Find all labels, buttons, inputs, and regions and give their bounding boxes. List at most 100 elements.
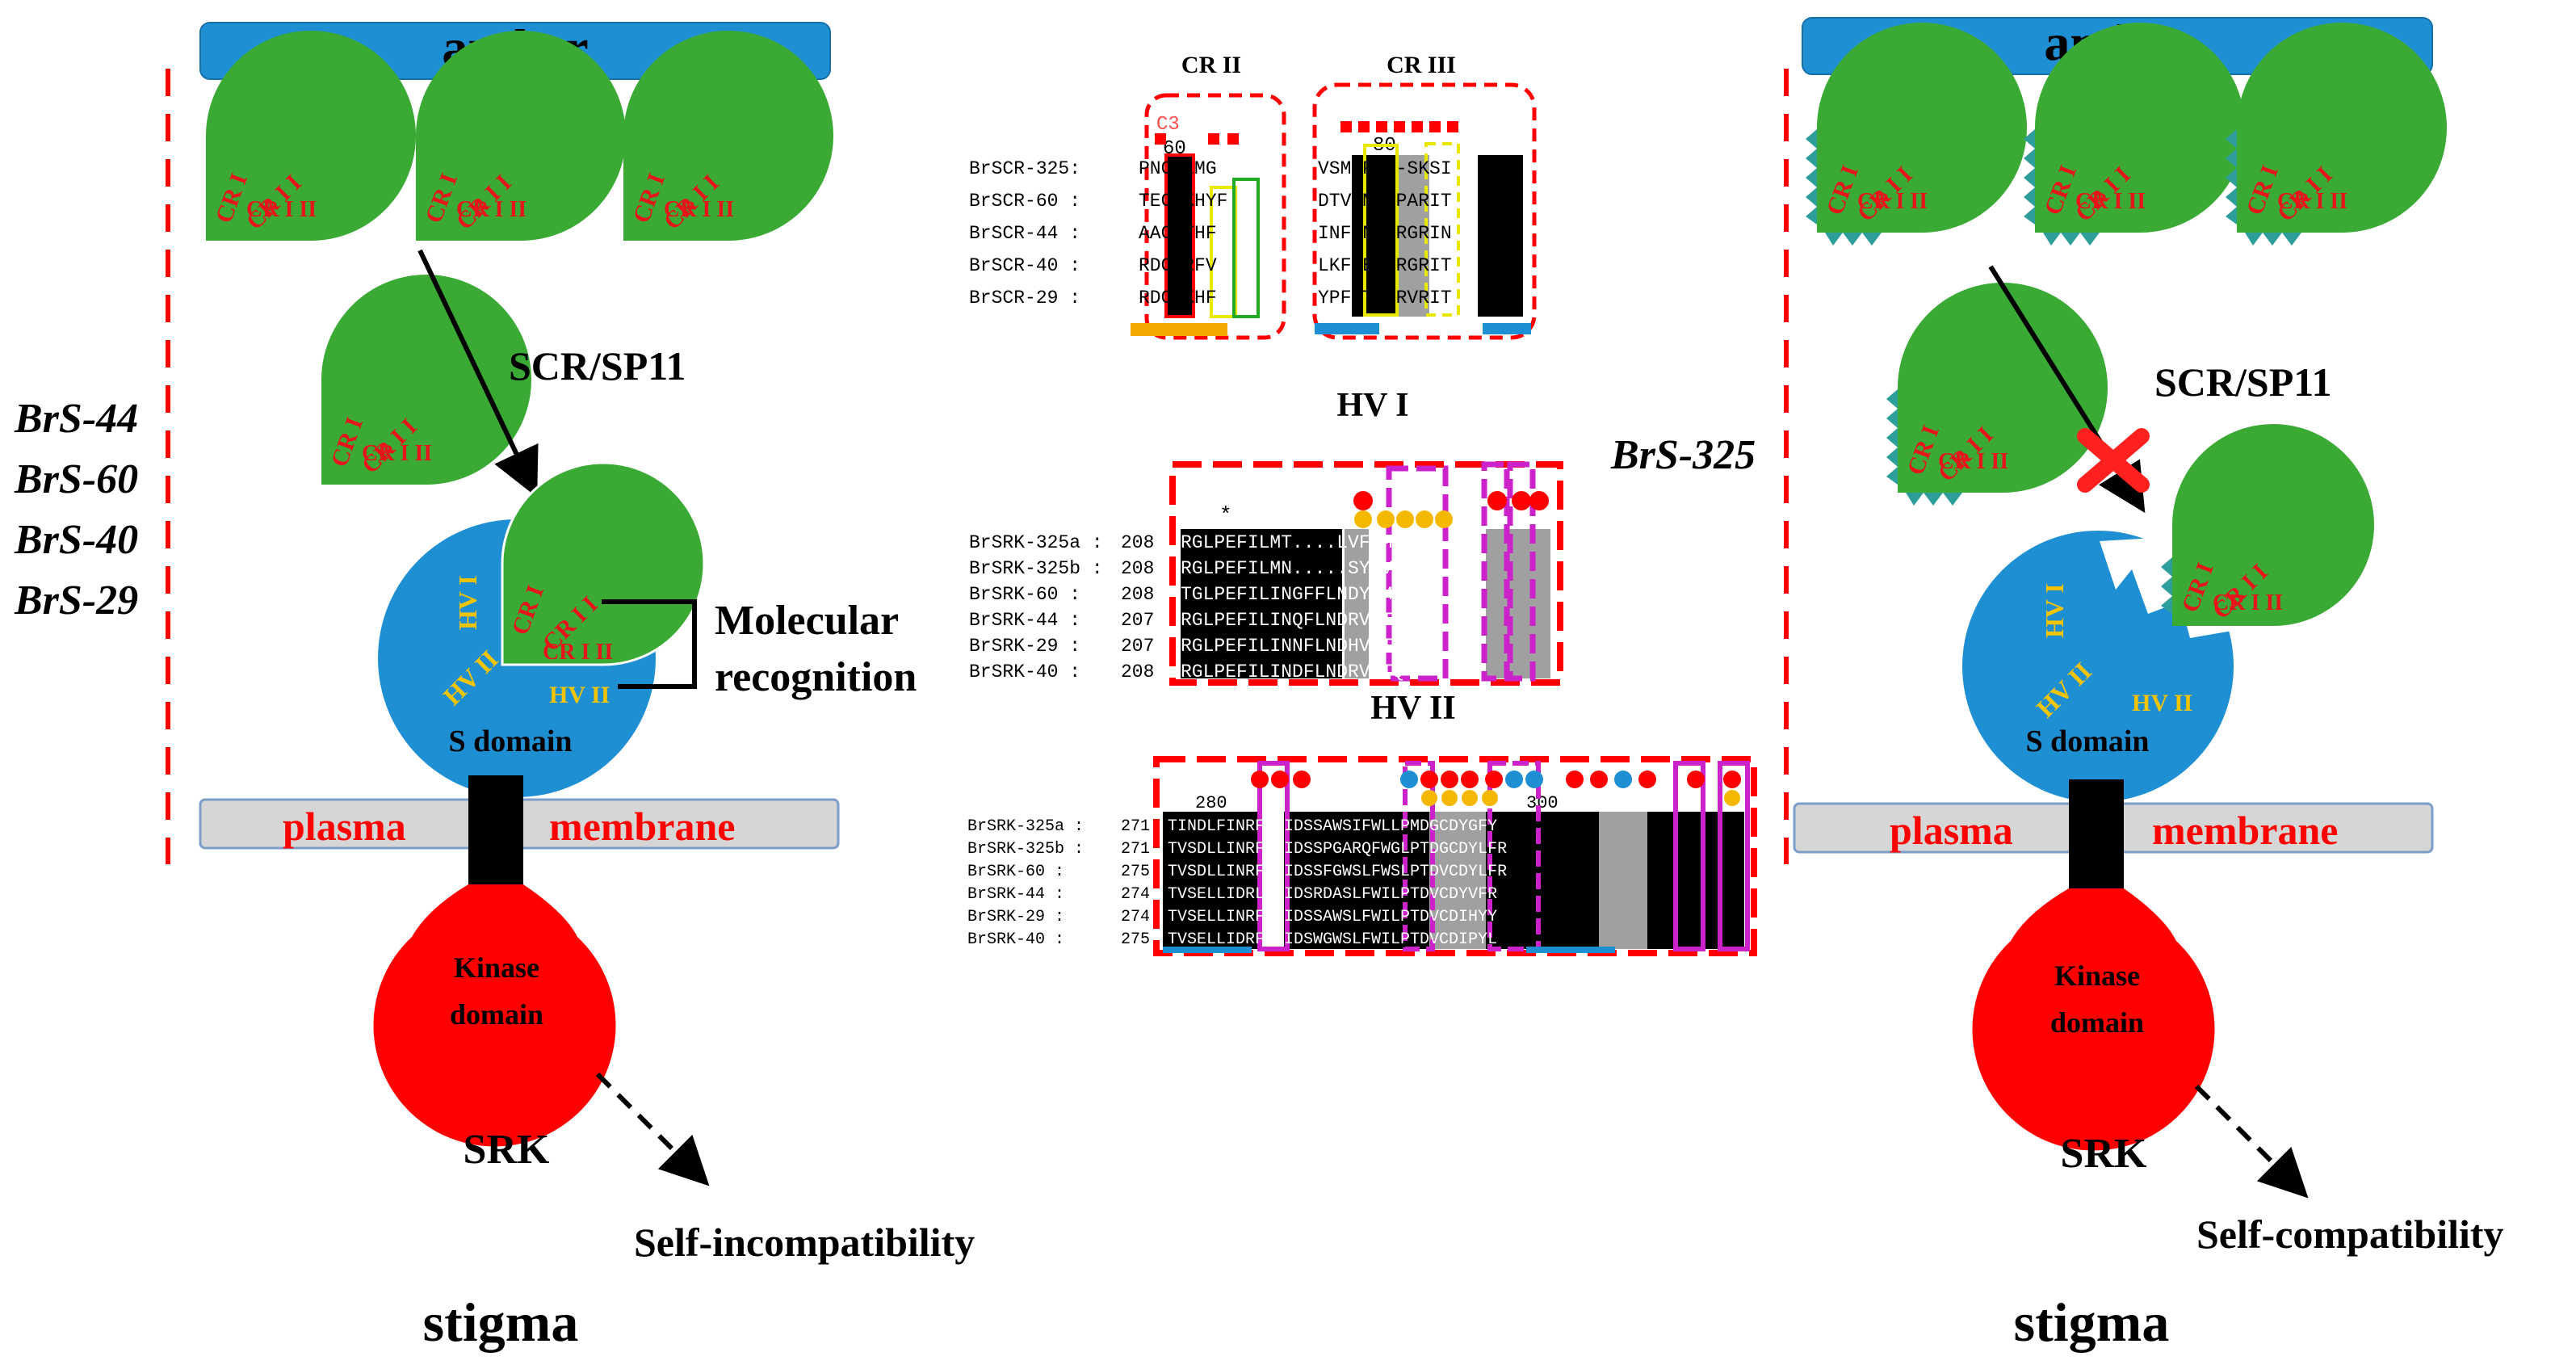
seq-name: BrSRK-29 : (967, 908, 1064, 926)
yellow-box (1363, 144, 1399, 317)
seq: RGLPEFILMT....LVFIMD (1181, 532, 1403, 553)
seq-name: BrSCR-325: (969, 158, 1080, 179)
seq-start: 208 (1121, 558, 1154, 579)
srk-label-right: SRK (2061, 1131, 2147, 1177)
seq-a: RDCQRFV (1139, 255, 1217, 276)
seq-start: 271 (1121, 817, 1150, 836)
alignment-panel: CR II CR III C3 60 80 (967, 52, 1757, 956)
seq-start: 208 (1121, 532, 1154, 553)
seq-start: 271 (1121, 840, 1150, 859)
scr-sp11-label-right: SCR/SP11 (2154, 359, 2332, 405)
c-box (1164, 153, 1195, 318)
cr3-region-label: CR III (1387, 52, 1456, 78)
scr-protein-free: CR I CR I I CR I II (321, 275, 531, 485)
allele-label-right: BrS-325 (1610, 432, 1756, 478)
hv2-title: HV II (1370, 690, 1455, 727)
c3-label: C3 (1156, 114, 1180, 136)
seq-name: BrSRK-325b : (969, 558, 1103, 579)
seq-name: BrSRK-325b : (967, 840, 1084, 859)
scr-protein-mutant: CR I CR I I CR I II (2226, 23, 2447, 246)
seq: RGLPEFILINQFLNDRVSTQ (1181, 610, 1403, 631)
seq-name: BrSRK-29 : (969, 636, 1080, 657)
cr3-label: CR I II (362, 441, 432, 466)
scr-bound: CR I CR I I CR I II (501, 461, 706, 666)
cr3-label: CR I II (2277, 189, 2347, 214)
seq-name: BrSRK-40 : (967, 930, 1064, 949)
s-domain-label-left: S domain (448, 724, 572, 758)
scr-protein-mutant: CR I CR I I CR I II (2024, 23, 2245, 246)
outcome-arrow-right (2194, 1084, 2309, 1199)
seq-start: 207 (1121, 610, 1154, 631)
hv1-alignment: HV I * BrSRK-325a : 208 (969, 387, 1563, 686)
outcome-label-left: Self-incompatibility (634, 1220, 975, 1265)
seq: TVSELLIDRFTWIDSWGWSLFWILPTDVCDIPYL (1168, 930, 1497, 949)
kinase-domain-left (373, 884, 616, 1147)
kinase-label-right-1: Kinase (2054, 960, 2140, 992)
hv2-label-right-b: HV II (2132, 690, 2192, 716)
seq: TVSELLIDRLTWIDSRDASLFWILPTDVCDYVFR (1168, 885, 1497, 904)
seq-name: BrSRK-60 : (967, 863, 1064, 881)
scr-protein-mutant: CR I CR I I CR I II (1806, 23, 2027, 246)
seq-name: BrSCR-44 : (969, 223, 1080, 244)
hv2-alignment-rows: BrSRK-325a : 271 TINDLFINRFTWIDSSAWSIFWL… (967, 817, 1507, 949)
stigma-label-left: stigma (423, 1291, 579, 1353)
hv1-title: HV I (1336, 387, 1408, 424)
yellow-box (1424, 142, 1460, 317)
seq-name: BrSRK-325a : (967, 817, 1084, 836)
pos-300: 300 (1526, 793, 1559, 813)
seq: TGLPEFILINGFFLNDYVMQ (1181, 584, 1403, 605)
hv1-star: * (1219, 503, 1232, 527)
scr-protein: CR I CR I I CR I II (416, 31, 626, 241)
kinase-label-left-2: domain (450, 998, 543, 1031)
blocked-cross-icon (2077, 428, 2150, 493)
recognition-label-2: recognition (715, 654, 917, 700)
seq-name: BrSCR-29 : (969, 288, 1080, 309)
seq-name: BrSRK-60 : (969, 584, 1080, 605)
seq-b: INFSNKNRGRIN (1318, 223, 1452, 244)
hv1-alignment-rows: BrSRK-325a : 208 RGLPEFILMT....LVFIMD Br… (969, 532, 1403, 682)
membrane-label-left-2: membrane (549, 804, 736, 849)
seq-name: BrSRK-44 : (967, 885, 1064, 904)
scr-protein: CR I CR I I CR I II (206, 31, 416, 241)
cr3-label: CR I II (543, 640, 613, 665)
green-box (1232, 178, 1260, 318)
membrane-label-left-1: plasma (283, 804, 406, 849)
seq-start: 207 (1121, 636, 1154, 657)
seq-b: YPFSTHNRVRIT (1318, 288, 1452, 309)
allele-list: BrS-44 BrS-60 BrS-40 BrS-29 (14, 396, 138, 624)
seq: RGLPEFILINDFLNDRVGTQ (1181, 661, 1403, 682)
cr3-label: CR I II (1857, 189, 1928, 214)
cr2-region-label: CR II (1181, 52, 1241, 78)
seq: RGLPEFILINNFLNDHVSTQ (1181, 636, 1403, 657)
membrane-label-right-2: membrane (2152, 808, 2339, 853)
cr3-label: CR I II (246, 197, 317, 222)
seq-name: BrSCR-60 : (969, 191, 1080, 212)
s-domain-label-right: S domain (2025, 724, 2149, 758)
seq-start: 208 (1121, 584, 1154, 605)
membrane-label-right-1: plasma (1890, 808, 2013, 853)
stigma-label-right: stigma (2014, 1291, 2170, 1353)
cr2-box (1144, 93, 1286, 340)
seq-b: LKFSEHNRGRIT (1318, 255, 1452, 276)
recognition-label-1: Molecular (715, 598, 899, 644)
allele-label: BrS-29 (14, 577, 138, 624)
kinase-label-right-2: domain (2050, 1006, 2144, 1039)
seq-start: 274 (1121, 908, 1150, 926)
kinase-domain-right (1972, 888, 2215, 1151)
allele-label: BrS-40 (14, 517, 138, 563)
scr-protein: CR I CR I I CR I II (623, 31, 833, 241)
scr-alignment-rows: BrSCR-325: PNCDLMG VSMTPIS-SKSI BrSCR-60… (969, 158, 1452, 309)
cr3-label: CR I II (1938, 449, 2008, 474)
kinase-label-left-1: Kinase (454, 951, 539, 984)
seq-start: 275 (1121, 863, 1150, 881)
left-panel: anther CR I CR I I CR I II CR I CR I I C… (14, 19, 975, 1353)
hv1-label-right: HV I (2040, 583, 2069, 638)
srk-label-left: SRK (464, 1127, 550, 1173)
cr3-label: CR I II (2213, 590, 2283, 615)
scr-displaced: CR I CR I I CR I II (2161, 424, 2374, 626)
right-panel: BrS-325 anther CR I CR I I CR I II CR I … (1610, 14, 2504, 1353)
seq-start: 275 (1121, 930, 1150, 949)
seq-b: VSMTPIS-SKSI (1318, 158, 1452, 179)
cr3-label: CR I II (2075, 189, 2146, 214)
seq-name: BrSRK-40 : (969, 661, 1080, 682)
